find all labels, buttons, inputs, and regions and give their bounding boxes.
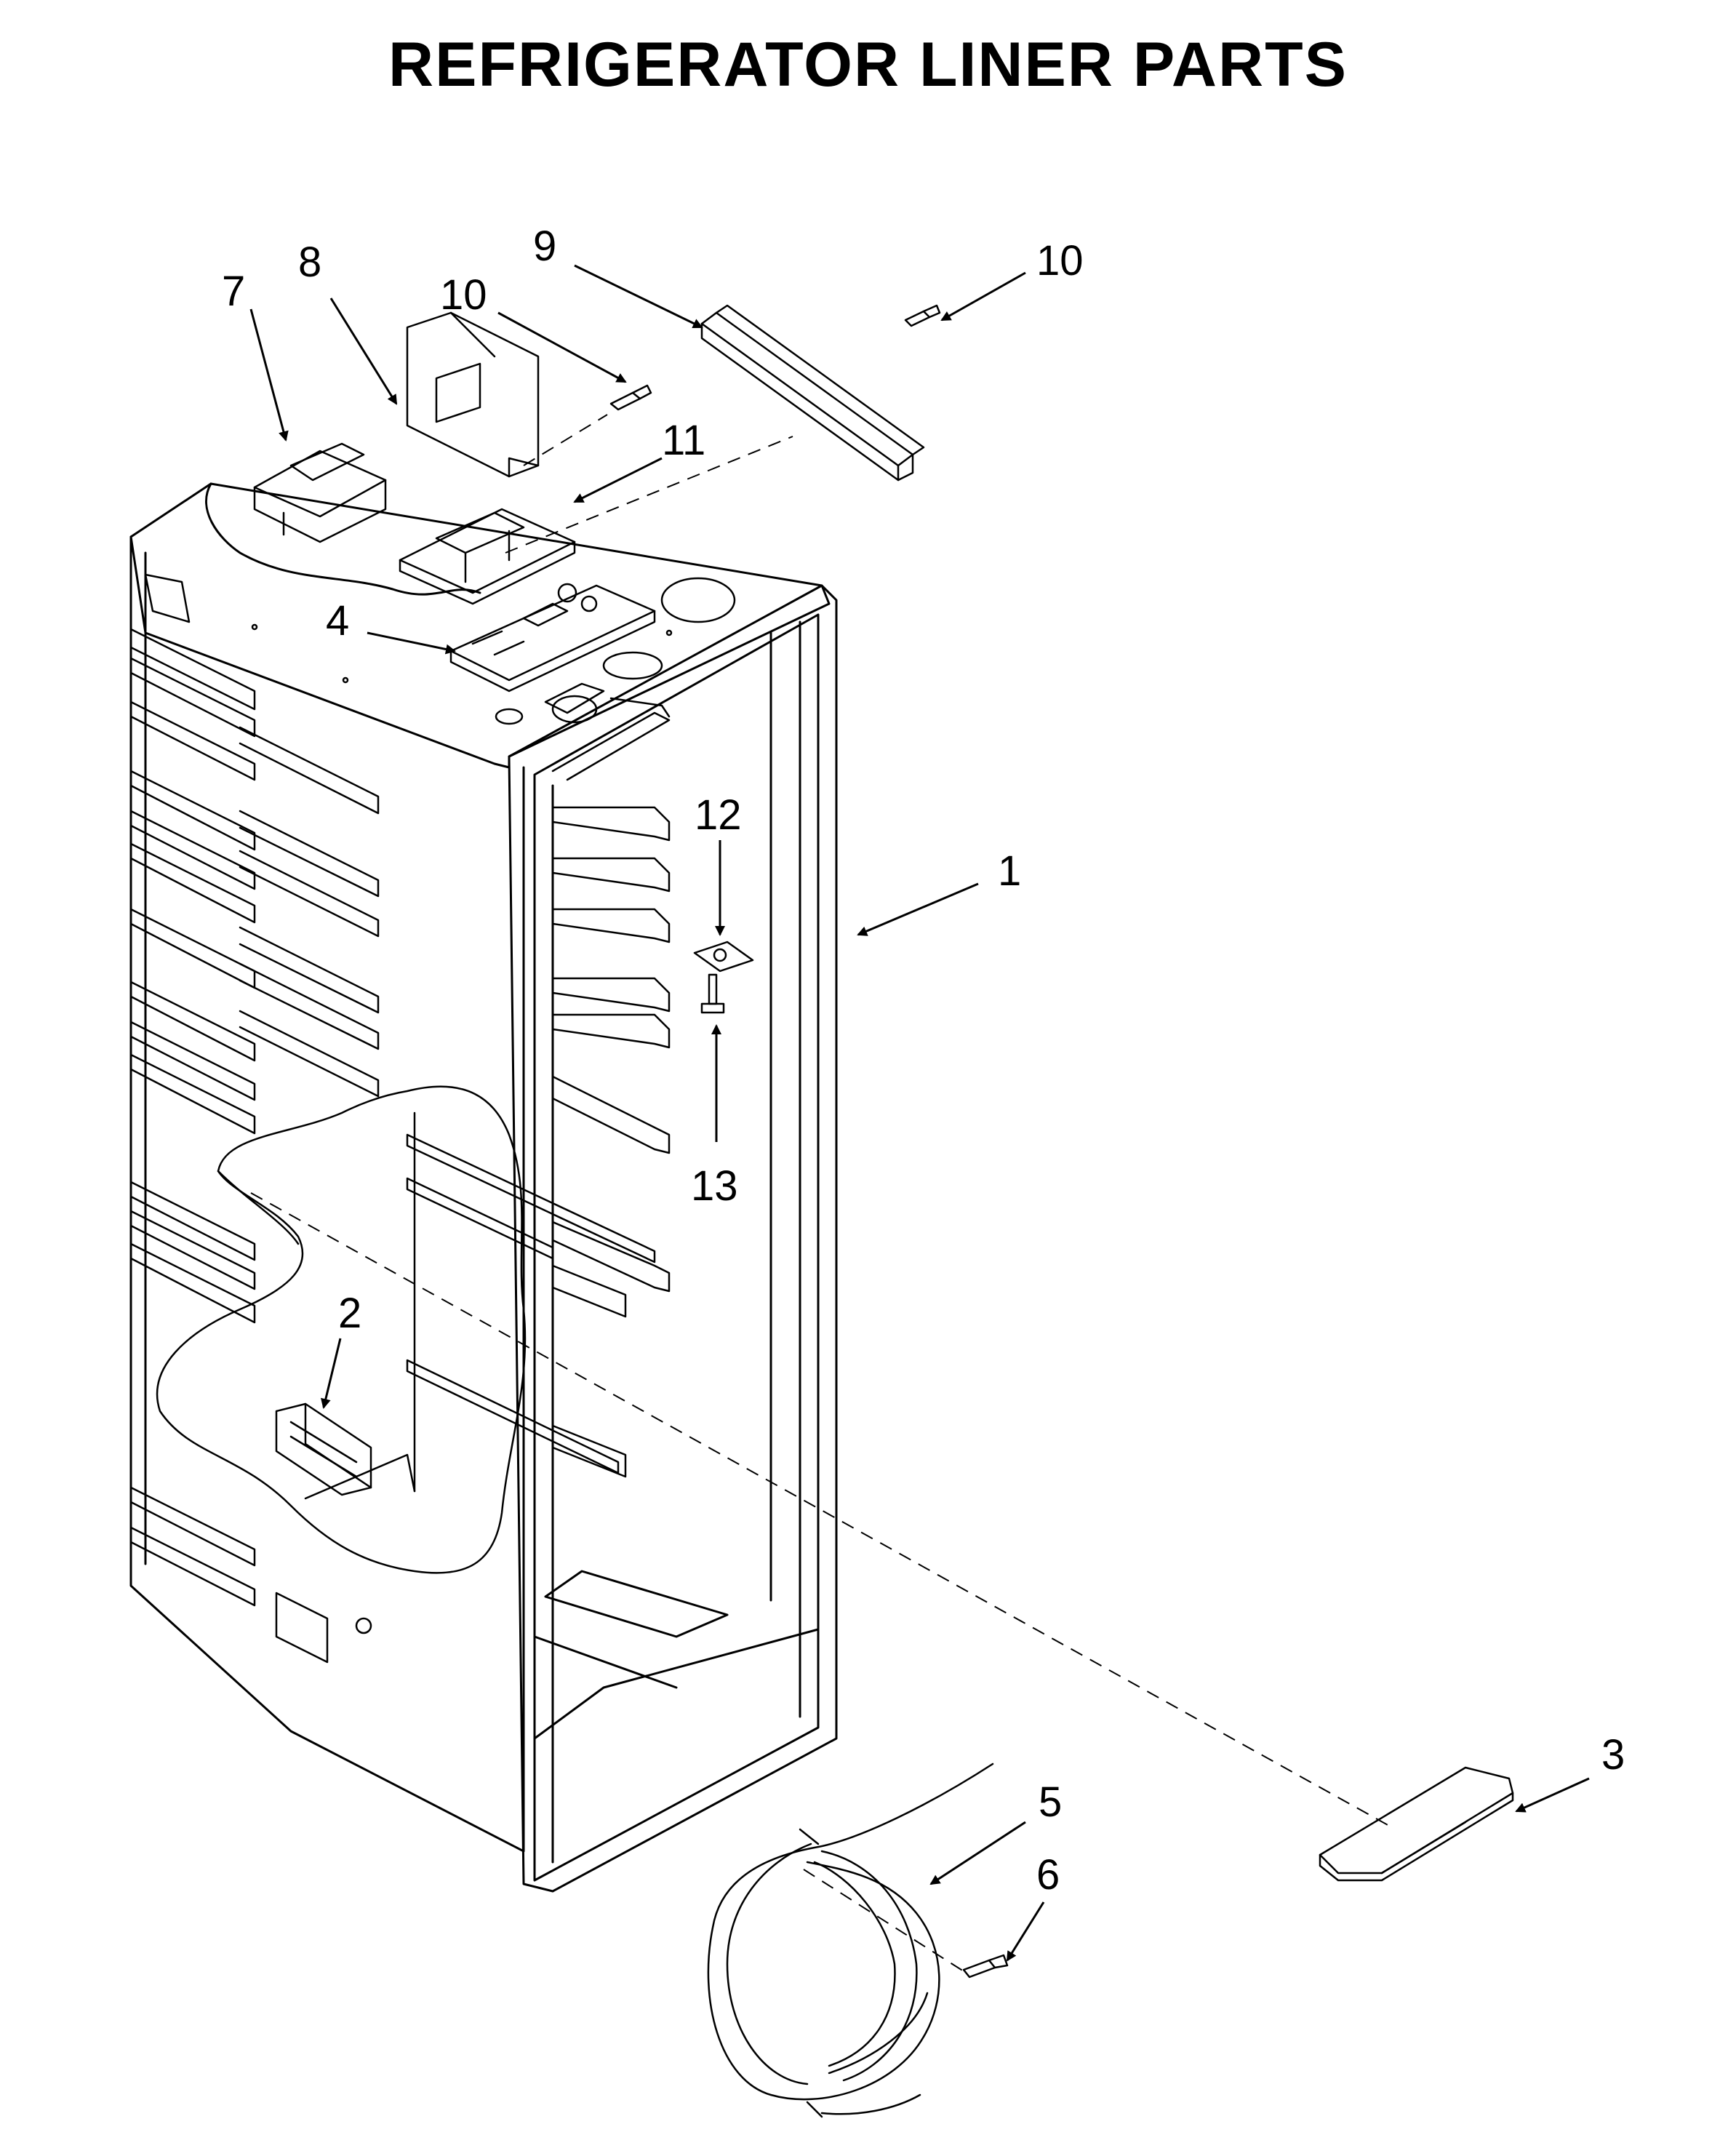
callout-10-left: 10 xyxy=(440,271,487,319)
callout-4: 4 xyxy=(326,597,349,644)
callout-11: 11 xyxy=(662,417,705,464)
arrow-1 xyxy=(857,882,979,936)
callout-8: 8 xyxy=(298,239,321,286)
arrow-5 xyxy=(929,1821,1026,1885)
callout-12: 12 xyxy=(695,791,742,839)
arrow-6 xyxy=(1006,1901,1045,1962)
screw-part-13 xyxy=(700,973,725,1014)
leader-arrows xyxy=(249,264,1590,1962)
rail-part-9 xyxy=(700,304,925,482)
alignment-lines xyxy=(250,414,1390,1972)
arrow-4 xyxy=(367,631,456,655)
arrow-8 xyxy=(329,298,398,405)
callout-9: 9 xyxy=(533,223,556,270)
housing-part-7 xyxy=(253,442,387,543)
filter-housing-part-2 xyxy=(275,1402,372,1496)
arrow-3 xyxy=(1515,1777,1590,1813)
refrigerator-liner xyxy=(129,482,838,1893)
arrow-7 xyxy=(249,308,289,442)
housing-part-11 xyxy=(399,508,576,605)
callout-10-right: 10 xyxy=(1036,237,1084,284)
arrow-9 xyxy=(574,264,703,329)
callout-5: 5 xyxy=(1039,1778,1062,1826)
screw-part-10-b xyxy=(904,304,941,327)
right-shelf-ribs xyxy=(406,697,671,1478)
callout-7: 7 xyxy=(222,268,245,315)
diagram-title: REFRIGERATOR LINER PARTS xyxy=(388,30,1348,100)
callout-6: 6 xyxy=(1036,1851,1060,1899)
callout-1: 1 xyxy=(998,847,1021,895)
callout-3: 3 xyxy=(1601,1731,1625,1778)
cutaway-outline xyxy=(156,1085,527,1574)
clip-part-12 xyxy=(693,941,754,973)
screw-part-10-a xyxy=(609,384,652,411)
arrow-10b xyxy=(940,271,1026,322)
arrow-2 xyxy=(321,1338,342,1409)
control-board xyxy=(449,583,656,692)
left-shelf-ribs xyxy=(129,628,380,1664)
bracket-part-8 xyxy=(406,311,540,478)
arrow-10a xyxy=(497,311,627,383)
arrow-11 xyxy=(573,457,663,503)
screw-part-6 xyxy=(962,1954,1009,1979)
cover-part-3 xyxy=(1319,1766,1514,1882)
top-surface-details xyxy=(144,573,736,1634)
tubing-coil-part-5 xyxy=(707,1762,994,2118)
callout-13: 13 xyxy=(691,1162,738,1210)
callout-numbers: 1 2 3 4 5 6 7 8 9 10 10 11 12 13 xyxy=(222,223,1625,1899)
callout-2: 2 xyxy=(338,1290,361,1337)
